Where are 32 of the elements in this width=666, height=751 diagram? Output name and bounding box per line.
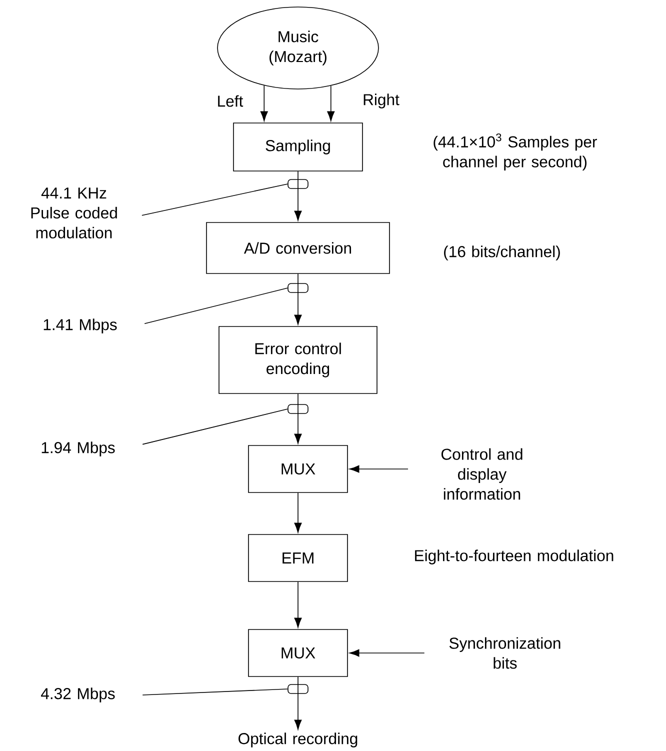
flow-text: 1.94 Mbps	[42, 442, 115, 456]
arrow	[294, 676, 302, 730]
arrow	[294, 274, 302, 325]
process-box: MUX	[248, 629, 348, 677]
process-box: A/D conversion	[206, 222, 390, 274]
line-tap-mark	[288, 283, 308, 293]
process-box: EFM	[248, 534, 348, 582]
flow-text: Synchronization bits	[449, 637, 560, 669]
annotation-text: Eight-to-fourteen modulation	[415, 550, 614, 564]
arrow	[294, 492, 302, 533]
annotation-text: (16 bits/channel)	[444, 246, 560, 260]
line-tap-mark	[288, 179, 308, 189]
flow-text: Control and display information	[441, 448, 522, 500]
line-tap-mark	[288, 404, 308, 414]
line-tap-mark	[288, 684, 308, 694]
arrow	[327, 85, 335, 122]
process-box: Sampling	[233, 122, 363, 172]
flow-text: 4.32 Mbps	[41, 688, 115, 702]
flow-text: 1.41 Mbps	[44, 318, 117, 334]
flow-text: 44.1 KHz Pulse coded modulation	[31, 188, 117, 238]
process-box: MUX	[248, 445, 348, 493]
arrow	[294, 394, 302, 444]
arrow	[260, 85, 268, 122]
flow-text: Optical recording	[238, 732, 358, 748]
arrow	[294, 582, 302, 628]
arrow	[349, 649, 425, 657]
process-box: Error control encoding	[218, 326, 378, 394]
annotation-text: (44.1×10$^{3}$ Samples per channel per second)	[434, 133, 597, 171]
arrow	[349, 465, 408, 473]
edge-label: Right	[364, 94, 400, 108]
arrow	[294, 171, 302, 221]
edge-label: Left	[218, 95, 244, 107]
